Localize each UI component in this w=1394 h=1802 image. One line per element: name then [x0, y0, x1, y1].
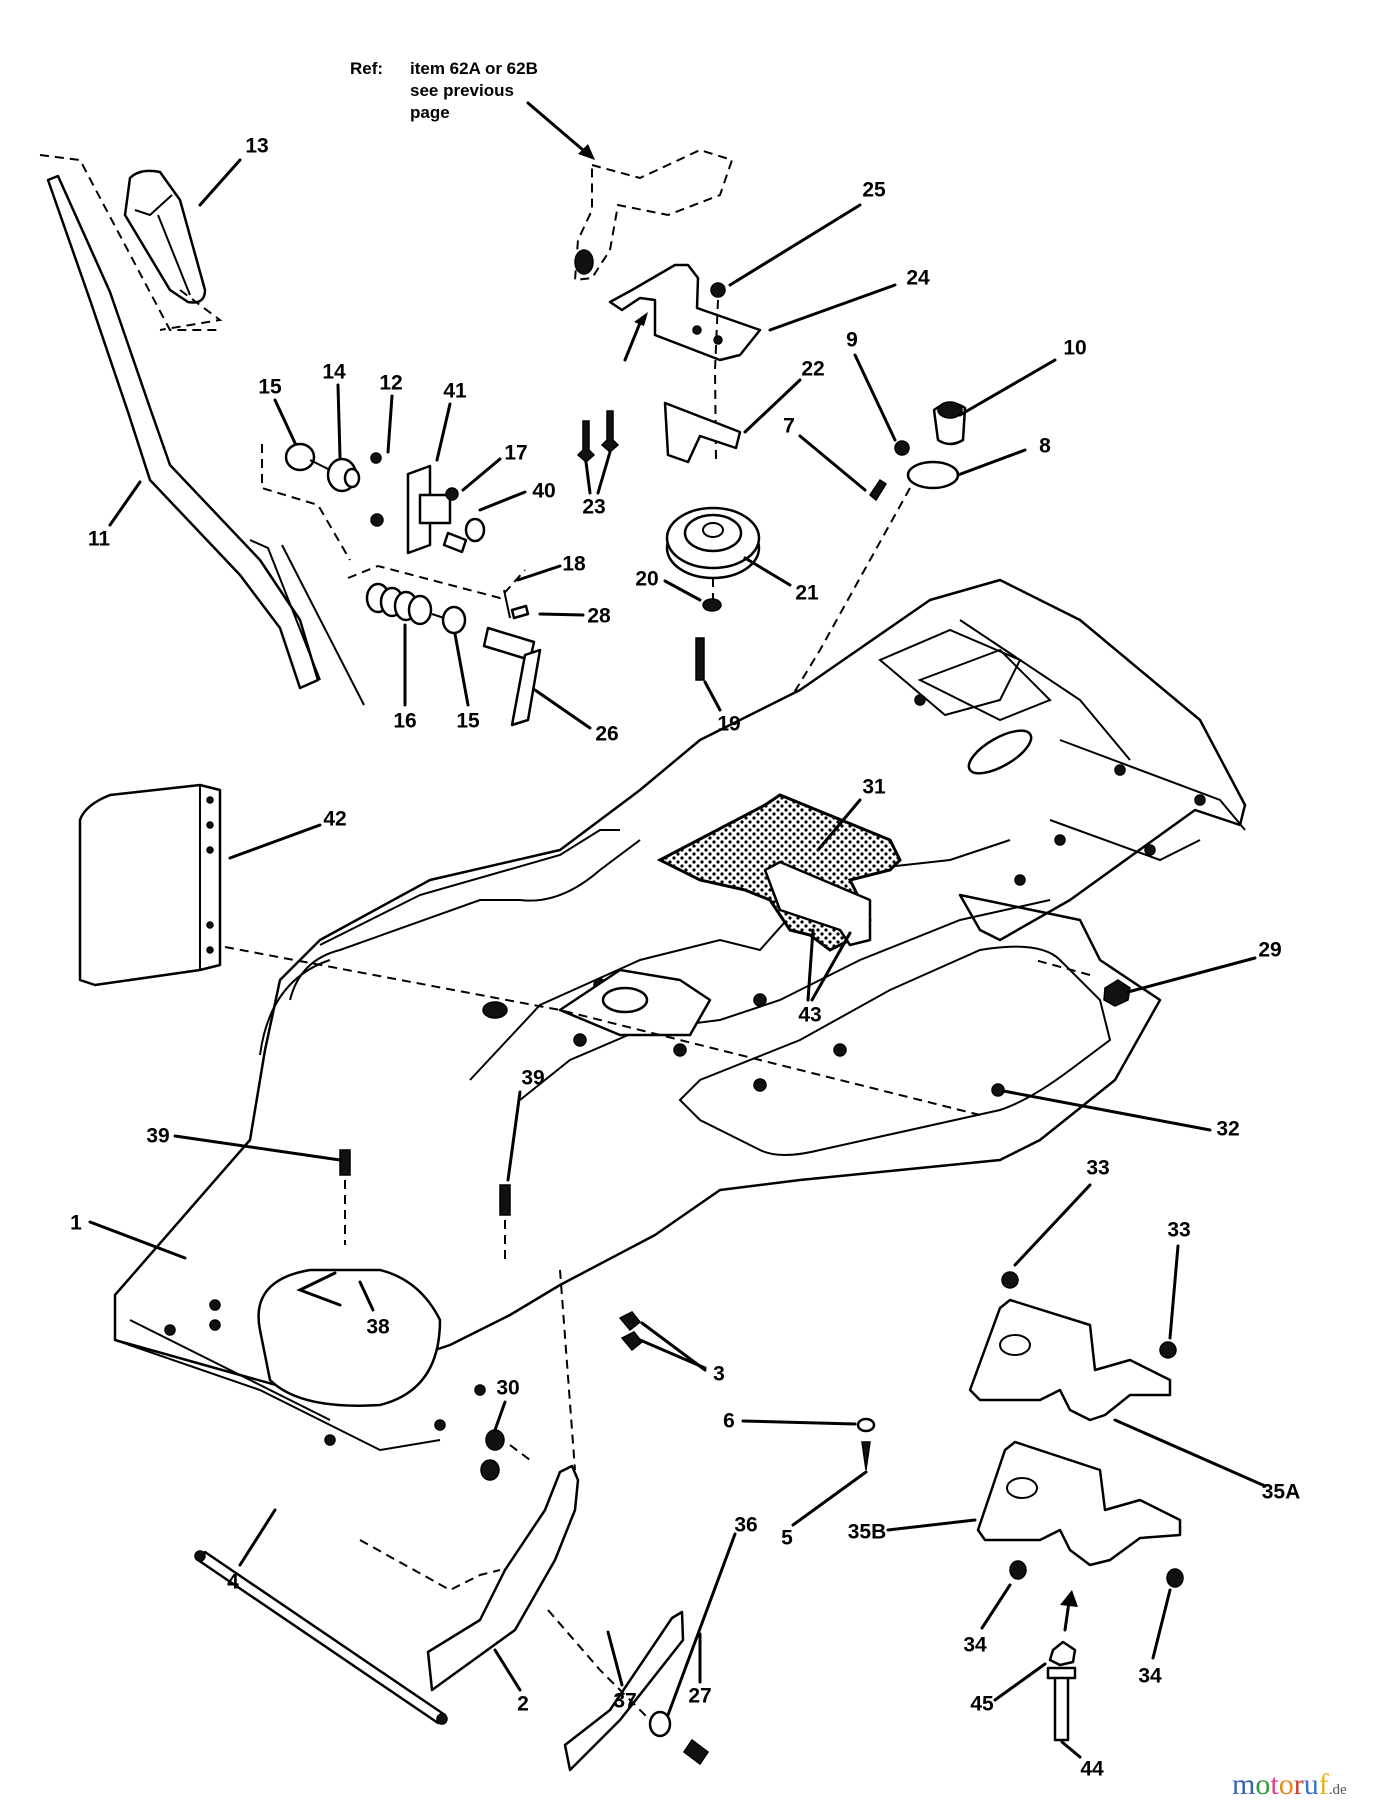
- plate-37: [547, 1609, 710, 1772]
- callout-39-left: 39: [146, 1124, 170, 1148]
- watermark-letter: u: [1303, 1768, 1319, 1801]
- callout-31: 31: [862, 775, 886, 799]
- belt-guide-22: [663, 401, 742, 464]
- bracket-24: [608, 263, 762, 461]
- watermark-letter: o: [1278, 1768, 1294, 1801]
- callout-33-right: 33: [1167, 1218, 1191, 1242]
- spring-16: [365, 582, 433, 626]
- callout-36: 36: [734, 1513, 758, 1537]
- callout-11: 11: [87, 527, 111, 551]
- callout-16: 16: [393, 709, 417, 733]
- callout-43: 43: [798, 1003, 822, 1027]
- watermark-logo: motoruf.de: [1232, 1768, 1347, 1802]
- callout-14: 14: [322, 360, 346, 384]
- screws-39: [339, 1149, 511, 1260]
- brace-2: [426, 1464, 580, 1692]
- callout-45: 45: [970, 1692, 994, 1716]
- reference-prefix: Ref:: [350, 59, 384, 78]
- callout-21: 21: [795, 581, 819, 605]
- callout-30: 30: [496, 1376, 520, 1400]
- callout-7: 7: [783, 414, 795, 438]
- callout-1: 1: [70, 1211, 82, 1235]
- callout-39-right: 39: [521, 1066, 545, 1090]
- watermark-letter: f: [1318, 1768, 1329, 1801]
- callout-18: 18: [562, 552, 586, 576]
- ref-arrow: [526, 101, 595, 160]
- watermark-letter: m: [1232, 1768, 1256, 1801]
- reference-line-3: page: [410, 103, 450, 122]
- watermark-letter: t: [1270, 1768, 1279, 1801]
- watermark-suffix: .de: [1328, 1782, 1347, 1798]
- callout-15-lower: 15: [456, 709, 480, 733]
- footpad-31: [656, 793, 902, 952]
- grip-13: [123, 169, 223, 331]
- washer-6: [856, 1417, 876, 1471]
- callout-15-upper: 15: [258, 375, 282, 399]
- callout-32: 32: [1216, 1117, 1240, 1141]
- ref-bracket-62: [573, 148, 734, 282]
- frame-1: [113, 578, 1247, 1452]
- reference-line-2: see previous: [410, 81, 514, 100]
- callout-6: 6: [723, 1409, 735, 1433]
- callout-13: 13: [245, 134, 269, 158]
- cluster-upper-left: [261, 442, 486, 561]
- callout-28: 28: [587, 604, 611, 628]
- rod-4: [194, 1550, 448, 1725]
- callout-17: 17: [504, 441, 528, 465]
- callout-33-left: 33: [1086, 1156, 1110, 1180]
- callout-26: 26: [595, 722, 619, 746]
- idler-pulley-21: [665, 506, 761, 681]
- callout-5: 5: [781, 1526, 793, 1550]
- callout-4: 4: [227, 1570, 239, 1594]
- cluster-spring: [347, 564, 542, 727]
- callout-41: 41: [443, 379, 467, 403]
- callout-22: 22: [801, 357, 825, 381]
- watermark-letter: r: [1293, 1768, 1304, 1801]
- bracket-35a: [968, 1271, 1177, 1422]
- bracket-35b: [976, 1440, 1184, 1742]
- leader-lines: [88, 158, 1267, 1759]
- callout-19: 19: [717, 712, 741, 736]
- callout-37: 37: [613, 1689, 637, 1713]
- callout-29: 29: [1258, 938, 1282, 962]
- nuts-30: [359, 1269, 576, 1592]
- callout-35b: 35B: [847, 1520, 887, 1544]
- callout-8: 8: [1039, 434, 1051, 458]
- bolt-29: [1034, 959, 1131, 1007]
- callout-12: 12: [379, 371, 403, 395]
- screws-23: [576, 410, 620, 463]
- callout-27: 27: [688, 1684, 712, 1708]
- callout-2: 2: [517, 1692, 529, 1716]
- callout-44: 44: [1080, 1757, 1104, 1781]
- lever-11: [39, 154, 365, 706]
- callout-40: 40: [532, 479, 556, 503]
- callout-10: 10: [1063, 336, 1087, 360]
- callout-23: 23: [582, 495, 606, 519]
- callout-34-right: 34: [1138, 1664, 1162, 1688]
- callout-35a: 35A: [1261, 1480, 1301, 1504]
- callout-3: 3: [713, 1362, 725, 1386]
- callout-34-left: 34: [963, 1633, 987, 1657]
- callout-20: 20: [635, 567, 659, 591]
- bolts-3: [618, 1311, 644, 1352]
- callout-9: 9: [846, 328, 858, 352]
- callout-25: 25: [862, 178, 886, 202]
- panel-42: [78, 783, 981, 1116]
- watermark-letter: o: [1255, 1768, 1271, 1801]
- callout-38: 38: [366, 1315, 390, 1339]
- reference-line-1: item 62A or 62B: [410, 59, 538, 78]
- callout-42: 42: [323, 807, 347, 831]
- reference-note: Ref: item 62A or 62B see previous page: [350, 58, 538, 124]
- callout-24: 24: [906, 266, 930, 290]
